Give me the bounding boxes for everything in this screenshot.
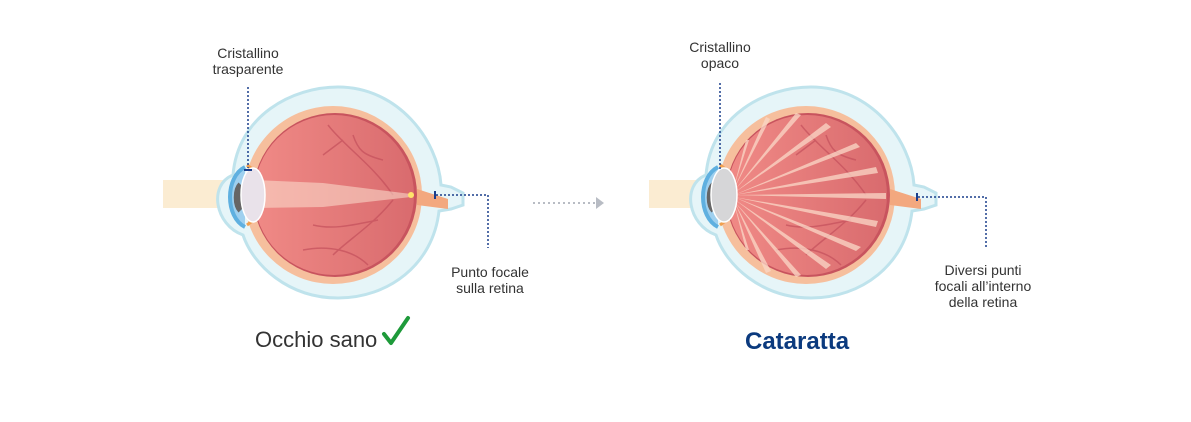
label-line: trasparente	[212, 61, 284, 77]
cataract-lens-label: Cristallino opaco	[660, 39, 780, 71]
healthy-eye	[163, 87, 463, 298]
label-line: sulla retina	[456, 280, 524, 296]
healthy-focal-label: Punto focale sulla retina	[430, 264, 550, 296]
label-line: Cristallino	[689, 39, 751, 55]
label-line: della retina	[948, 294, 1018, 310]
cataract-focal-label: Diversi punti focali all’interno della r…	[913, 262, 1053, 310]
label-line: Diversi punti	[944, 262, 1022, 278]
healthy-caption: Occhio sano	[255, 327, 378, 352]
cataract-caption: Cataratta	[745, 328, 850, 355]
arrow-right-icon	[533, 197, 604, 209]
label-line: focali all’interno	[934, 278, 1032, 294]
label-line: Cristallino	[217, 45, 279, 61]
label-line: Punto focale	[451, 264, 529, 280]
healthy-lens-label: Cristallino trasparente	[188, 45, 308, 77]
scattered-rays	[734, 113, 886, 277]
leader-lines	[247, 83, 987, 248]
cataract-eye	[649, 87, 936, 298]
checkmark-icon	[382, 316, 410, 345]
label-line: opaco	[700, 55, 740, 71]
focal-point	[408, 192, 414, 198]
